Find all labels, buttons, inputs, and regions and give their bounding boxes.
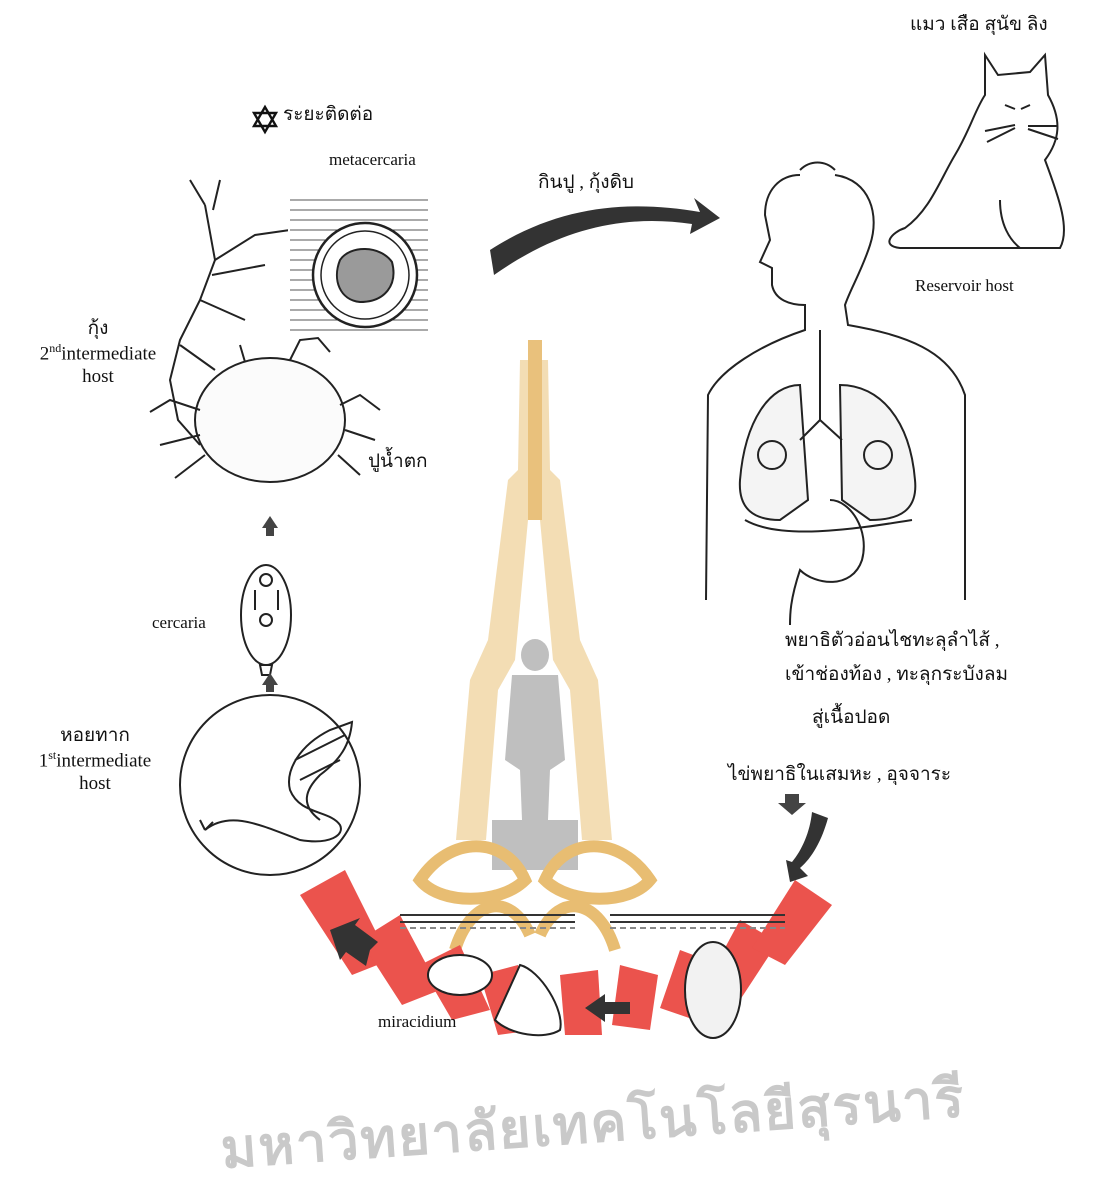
shrimp-label: กุ้ง [18,318,178,341]
down-arrow-icon [778,794,806,815]
second-host-line: 2ndintermediate [18,341,178,366]
first-host-line: 1stintermediate [20,748,170,773]
miracidium-label: miracidium [378,1012,456,1032]
waterfall-crab-label: ปูน้ำตก [368,451,428,474]
snail-drawing [180,695,360,875]
star-of-david-icon [254,107,276,132]
metacercaria-box [288,195,428,335]
curved-arrow-icon [490,198,720,275]
metacercaria-label: metacercaria [329,150,416,170]
reservoir-animals-label: แมว เสือ สุนัข ลิง [910,14,1048,37]
snail-label: หอยทาก [20,725,170,748]
migration-line-1: พยาธิตัวอ่อนไชทะลุลำไส้ , [785,630,1000,653]
first-intermediate-host-label: หอยทาก 1stintermediate host [20,725,170,796]
human-lungs-drawing [706,163,965,626]
second-intermediate-host-label: กุ้ง 2ndintermediate host [18,318,178,389]
eat-raw-crab-shrimp-label: กินปู , กุ้งดิบ [538,172,634,195]
migration-line-3: สู่เนื้อปอด [812,707,890,730]
migration-line-2: เข้าช่องท้อง , ทะลุกระบังลม [785,664,1008,687]
infective-stage-label: ระยะติดต่อ [283,104,373,127]
cercaria-drawing [241,565,291,675]
cat-drawing [889,55,1064,248]
curved-arrow-icon [786,812,828,882]
cercaria-label: cercaria [152,613,206,633]
eggs-excreted-label: ไข่พยาธิในเสมหะ , อุจจาระ [728,764,951,787]
reservoir-host-label: Reservoir host [915,276,1014,296]
crab-shrimp-drawing [150,180,428,482]
